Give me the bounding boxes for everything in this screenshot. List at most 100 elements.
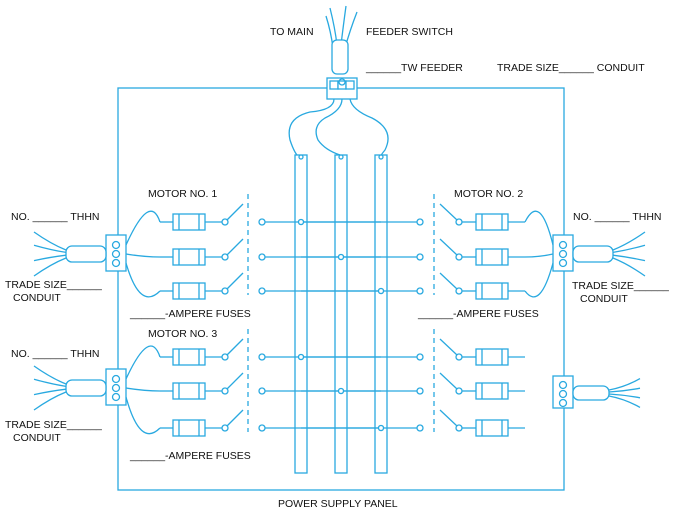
circuit-R2-row-3-switch-pivot [455,287,463,295]
circuit-R2-loop-3 [524,262,554,298]
circuit-R2-row-1-contact [416,218,424,226]
circuit-R2-row-2-bus-tap [337,253,345,261]
circuit-L1-cable-wire-4 [33,257,67,277]
circuit-R4-row-3-bus-tap [377,424,385,432]
thhn-left-2-label: NO. ______ THHN [11,348,100,360]
circuit-L1-lug-2 [111,249,121,259]
motor-1-label: MOTOR NO. 1 [148,188,217,200]
trade-size-right-1-label: TRADE SIZE______ [572,280,669,292]
circuit-R2-row-1-switch-pivot [455,218,463,226]
circuit-R2-cable-wire-1 [612,231,646,251]
circuit-R2-row-1-fuse [475,213,509,231]
circuit-R4-row-3-switch-blade [439,409,458,427]
circuit-R2-lug-3 [558,258,568,268]
circuit-L3-cable-wire-2 [33,378,67,388]
conduit-left-1-label: CONDUIT [13,292,61,304]
circuit-R4-row-1-bus-tap [297,353,305,361]
circuit-R4-row-3-contact [416,424,424,432]
feeder-switch-label: FEEDER SWITCH [366,26,453,38]
circuit-L3-row-3-contact [258,424,266,432]
spare-cable-wire-4 [608,395,641,408]
spare-cable-wire-1 [608,378,641,391]
fuses-left-2-label: ______-AMPERE FUSES [129,450,251,462]
motor-2-label: MOTOR NO. 2 [454,188,523,200]
fuses-right-1-label: ______-AMPERE FUSES [417,308,539,320]
circuit-R4-row-1-switch-blade [439,338,458,356]
circuit-R2-row-3-switch-blade [439,272,458,290]
circuit-L1-row-2-switch-blade [226,238,244,256]
panel-title-label: POWER SUPPLY PANEL [278,498,398,510]
circuit-R4-row-1-switch-pivot [455,353,463,361]
circuit-R4-row-3-switch-pivot [455,424,463,432]
circuit-R2-loop-2 [524,253,554,258]
circuit-R4-row-2-switch-pivot [455,387,463,395]
circuit-L1-loop-1 [125,210,161,246]
circuit-L1-cable-wire-1 [33,231,67,251]
circuit-R2-cable-jacket [572,245,614,263]
circuit-R2-lug-1 [558,240,568,250]
circuit-R4-row-2-fuse [475,382,509,400]
feeder-wires [288,5,389,159]
thhn-right-1-label: NO. ______ THHN [573,211,662,223]
circuit-L1-cable-wire-2 [33,244,67,254]
circuit-L1-row-1-fuse [172,213,206,231]
trade-size-left-2-label: TRADE SIZE______ [5,419,102,431]
circuit-L3-row-2-switch-blade [226,372,244,390]
circuit-R2-row-3-fuse [475,282,509,300]
circuit-L3-row-3-fuse [172,419,206,437]
trade-size-left-1-label: TRADE SIZE______ [5,279,102,291]
circuit-L3-row-2-switch-pivot [221,387,229,395]
circuit-R4-row-2-contact [416,387,424,395]
circuit-L1-row-3-switch-pivot [221,287,229,295]
circuit-R2-row-3-contact [416,287,424,295]
circuit-L3-lug-1 [111,374,121,384]
circuit-R2-loop-1 [524,210,554,246]
circuit-L1-row-2-fuse [172,248,206,266]
conduit-left-2-label: CONDUIT [13,432,61,444]
tw-feeder-label: ______TW FEEDER [365,62,463,74]
circuit-L3-loop-3 [125,396,161,435]
spare-cable-jacket [572,385,610,401]
circuit-R2-row-1-switch-blade [439,203,458,221]
circuit-L3-row-1-fuse [172,348,206,366]
circuit-L1-cable-wire-3 [33,254,67,262]
circuit-R2-row-3-bus-tap [377,287,385,295]
circuit-L1-row-3-switch-blade [226,272,244,290]
circuit-L3-row-1-switch-blade [226,338,244,356]
bus-bars [294,154,388,474]
motor-circuits [33,194,646,437]
circuit-R2-cable-wire-4 [612,257,646,277]
circuit-R2-lug-2 [558,249,568,259]
circuit-R2-row-2-contact [416,253,424,261]
circuit-L3-cable-wire-3 [33,388,67,396]
spare-lug-3 [558,398,568,408]
circuit-L3-row-3-switch-pivot [221,424,229,432]
circuit-R2-row-2-fuse [475,248,509,266]
circuit-L3-lug-3 [111,392,121,402]
circuit-L3-loop-1 [125,345,161,380]
circuit-R2-row-2-switch-pivot [455,253,463,261]
to-main-label: TO MAIN [270,26,314,38]
spare-lug-2 [558,389,568,399]
circuit-L1-row-3-fuse [172,282,206,300]
circuit-L3-row-3-switch-blade [226,409,244,427]
circuit-R4-row-1-contact [416,353,424,361]
circuit-L3-row-2-contact [258,387,266,395]
spare-cable-wire-3 [608,393,641,399]
circuit-R2-row-2-switch-blade [439,238,458,256]
circuit-R4-row-3-fuse [475,419,509,437]
fuses-left-1-label: ______-AMPERE FUSES [129,308,251,320]
conduit-right-1-label: CONDUIT [580,293,628,305]
thhn-left-1-label: NO. ______ THHN [11,211,100,223]
spare-cable-wire-2 [608,387,641,393]
circuit-L3-loop-2 [125,387,161,392]
circuit-L1-row-1-contact [258,218,266,226]
circuit-L1-row-2-contact [258,253,266,261]
circuit-L3-lug-2 [111,383,121,393]
trade-size-conduit-top-label: TRADE SIZE______ CONDUIT [497,62,645,74]
circuit-L1-row-1-switch-pivot [221,218,229,226]
circuit-L1-cable-jacket [65,245,107,263]
motor-3-label: MOTOR NO. 3 [148,328,217,340]
circuit-R2-cable-wire-2 [612,244,646,254]
